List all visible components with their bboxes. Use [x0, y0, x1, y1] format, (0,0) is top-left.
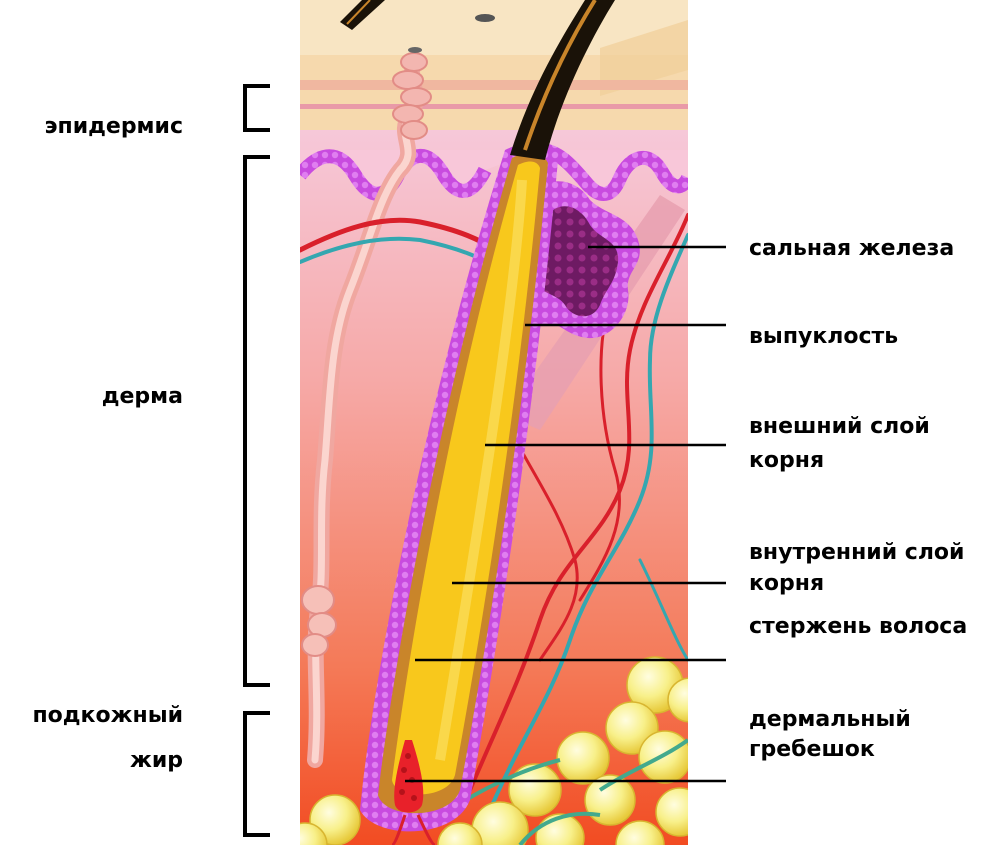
- bulge-label: выпуклость: [749, 324, 898, 349]
- inner-root-sheath-label-line2: корня: [749, 571, 824, 596]
- epidermis-bracket: [245, 86, 270, 130]
- hair-shaft-label: стержень волоса: [749, 614, 967, 639]
- epidermis-label: эпидермис: [44, 114, 183, 139]
- pore: [475, 14, 495, 22]
- dermis-bracket: [245, 157, 270, 685]
- skin-illustration: [283, 0, 712, 845]
- inner-root-sheath-label-line1: внутренний слой: [749, 540, 964, 565]
- dermal-papilla-label-line2: гребешок: [749, 737, 875, 762]
- subcutaneous-fat-bracket: [245, 713, 270, 835]
- outer-root-sheath-label-line2: корня: [749, 448, 824, 473]
- subcutaneous-fat-label-line1: подкожный: [32, 703, 183, 728]
- sebaceous-gland-label: сальная железа: [749, 236, 954, 261]
- dermis-label: дерма: [102, 384, 183, 409]
- dermal-papilla-label-line1: дермальный: [749, 707, 911, 732]
- outer-root-sheath-label-line1: внешний слой: [749, 414, 930, 439]
- subcutaneous-fat-label-line2: жир: [130, 748, 183, 773]
